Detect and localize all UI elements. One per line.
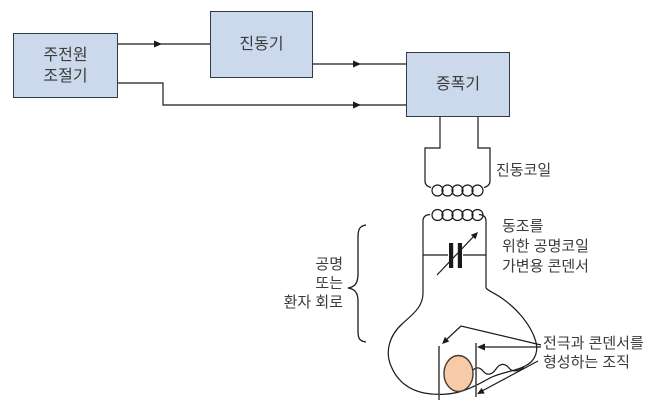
variable-capacitor-arrow-shaft (436, 235, 475, 276)
variable-capacitor-arrowhead (470, 232, 478, 240)
arrowhead-power-to-amplifier (353, 101, 361, 109)
coil-loop (431, 184, 444, 197)
tissue-electrodes-label: 전극과 콘덴서를 형성하는 조직 (543, 335, 644, 371)
capacitor-plate-right (457, 243, 462, 268)
oscillation-coil-symbol (424, 117, 491, 197)
coil-loop (461, 184, 474, 197)
tissue-fold-wave (469, 363, 525, 375)
coil-lead-right (477, 117, 491, 181)
block-amplifier-label: 증폭기 (435, 76, 481, 93)
resonance-circuit-label: 공명 또는 환자 회로 (283, 256, 343, 311)
arrowhead-right-electrode (477, 343, 485, 351)
tissue-outline (387, 287, 538, 395)
resonant-circuit (422, 208, 487, 293)
leader-left-electrode (445, 325, 542, 346)
resonant-coil-loop (441, 208, 454, 222)
tissue-oval (443, 354, 474, 393)
coil-loop (441, 184, 454, 197)
capacitor-plate-left (449, 243, 454, 268)
block-oscillator: 진동기 (210, 11, 313, 78)
resonance-brace (347, 224, 367, 343)
wire-power-to-amplifier (118, 82, 406, 106)
resonant-corner-right (478, 213, 487, 222)
coil-loop (471, 184, 484, 197)
leader-tissue-bottom (481, 360, 539, 392)
oscillation-coil-label: 진동코일 (496, 162, 552, 179)
leader-arrowheads (442, 336, 485, 394)
coil-corner-left (424, 180, 432, 189)
block-amplifier: 증폭기 (406, 52, 510, 117)
electrode-leaders (445, 325, 542, 392)
resonant-coil-loop (451, 208, 464, 222)
capacitor-plates (449, 232, 478, 268)
block-main-power-regulator-label: 주전원 조절기 (43, 46, 88, 85)
electrodes (438, 343, 477, 400)
resonant-coil-loop (431, 208, 444, 222)
resonant-coil-loop (461, 208, 474, 222)
block-main-power-regulator: 주전원 조절기 (13, 33, 118, 98)
tissue-diagram (387, 287, 538, 395)
arrowhead-left-electrode (442, 336, 450, 344)
block-oscillator-label: 진동기 (239, 36, 284, 53)
coil-corner-right (483, 180, 491, 189)
wire-arrowheads (154, 40, 361, 109)
resonant-corner-left (422, 213, 431, 222)
tuning-capacitor-label: 동조를 위한 공명코일 가변용 콘덴서 (502, 218, 589, 275)
arrowhead-oscillator-to-amplifier (353, 60, 361, 68)
arrowhead-tissue-bottom (477, 387, 485, 394)
coil-lead-left (424, 117, 441, 181)
arrowhead-power-to-oscillator (154, 40, 162, 48)
coil-loop (451, 184, 464, 197)
